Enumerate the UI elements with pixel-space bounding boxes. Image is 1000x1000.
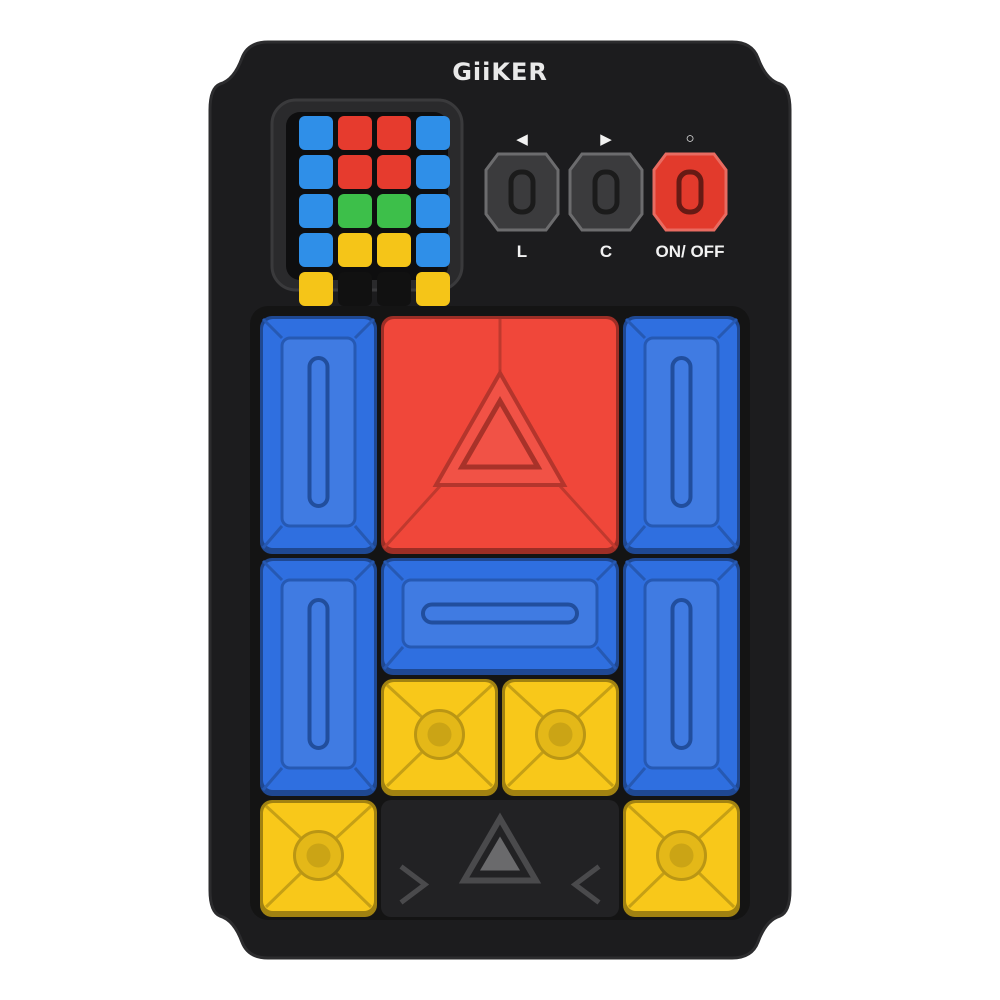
preview-cell (338, 272, 372, 306)
grip-slot-icon (307, 598, 330, 750)
button-l[interactable] (484, 152, 560, 232)
preview-cell (377, 116, 411, 150)
preview-cell (416, 116, 450, 150)
preview-cell (338, 194, 372, 228)
preview-cell (377, 272, 411, 306)
button-c[interactable] (568, 152, 644, 232)
grip-dot-icon (548, 722, 573, 747)
grip-dot-icon (669, 843, 694, 868)
power-circle-icon: ○ (685, 130, 695, 147)
blue-vertical-block[interactable] (623, 316, 740, 554)
preview-cell (299, 155, 333, 189)
yellow-single-block[interactable] (502, 679, 619, 796)
grip-slot-icon (670, 598, 693, 750)
blue-horizontal-block[interactable] (381, 558, 619, 675)
grip-dot-icon (427, 722, 452, 747)
button-panel (484, 152, 728, 232)
preview-cell (416, 272, 450, 306)
exit-triangle-icon (399, 812, 601, 905)
yellow-single-block[interactable] (381, 679, 498, 796)
grip-dot-icon (306, 843, 331, 868)
arrow-right-icon: ▶ (600, 131, 612, 148)
exit-zone (381, 800, 619, 917)
preview-cell (416, 155, 450, 189)
power-button[interactable] (652, 152, 728, 232)
preview-cell (416, 233, 450, 267)
preview-cell (299, 194, 333, 228)
button-label-c: C (599, 242, 613, 261)
preview-cell (338, 116, 372, 150)
blue-vertical-block[interactable] (260, 316, 377, 554)
brand-logo: GiiKER (452, 58, 548, 86)
blue-vertical-block[interactable] (623, 558, 740, 796)
blue-vertical-block[interactable] (260, 558, 377, 796)
grip-slot-icon (307, 356, 330, 508)
target-block[interactable] (381, 316, 619, 554)
preview-cell (377, 233, 411, 267)
preview-cell (416, 194, 450, 228)
grip-slot-icon (670, 356, 693, 508)
yellow-single-block[interactable] (260, 800, 377, 917)
preview-cell (377, 194, 411, 228)
arrow-left-icon: ◀ (516, 131, 528, 148)
button-label-l: L (516, 242, 528, 261)
preview-cell (338, 155, 372, 189)
preview-cell (299, 272, 333, 306)
puzzle-board (260, 316, 740, 917)
preview-cell (299, 233, 333, 267)
preview-cell (338, 233, 372, 267)
preview-grid (299, 116, 450, 306)
button-label-onoff: ON/ OFF (655, 242, 725, 261)
grip-slot-icon (421, 602, 579, 625)
yellow-single-block[interactable] (623, 800, 740, 917)
preview-cell (299, 116, 333, 150)
preview-cell (377, 155, 411, 189)
